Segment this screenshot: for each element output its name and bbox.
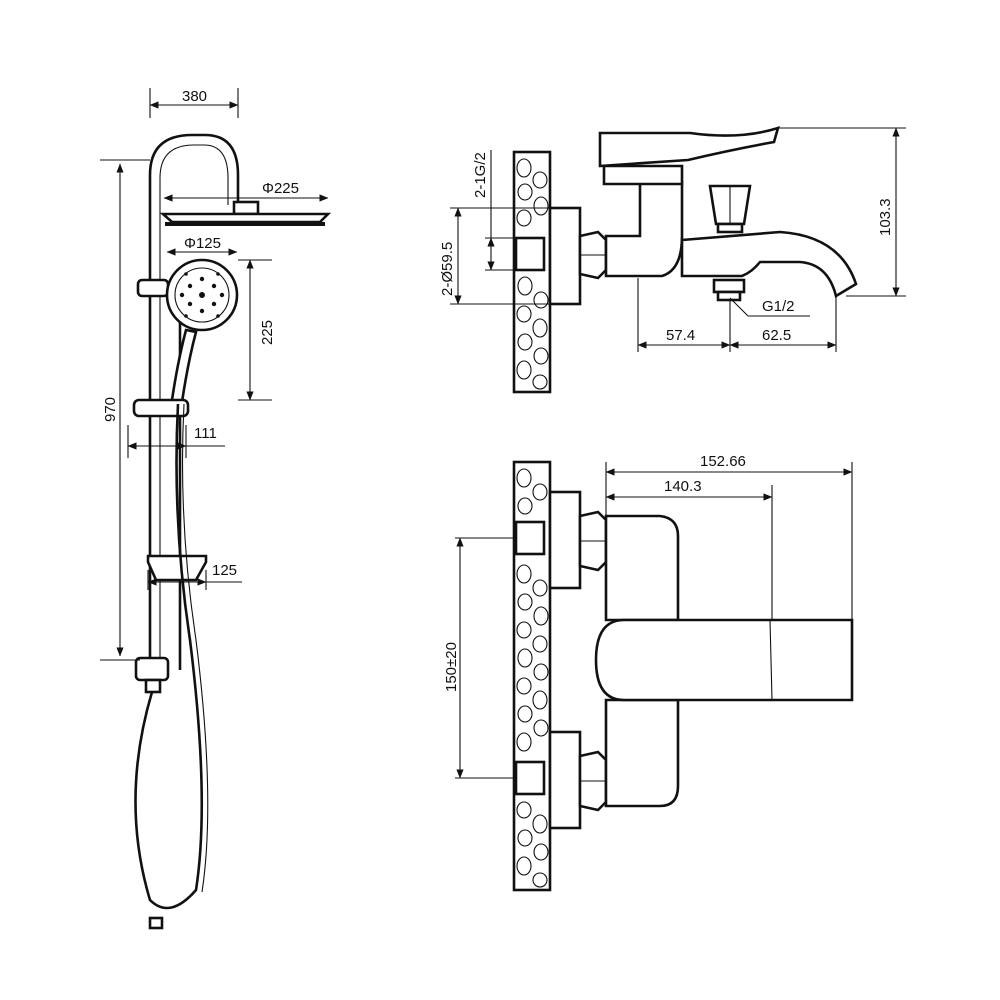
mixer-body-top: [604, 514, 680, 622]
dim-111: 111: [194, 425, 217, 442]
mixer-lever-side: [598, 126, 780, 168]
shower-column-view: 380 Φ225 Φ125 225 970 111 125: [100, 88, 332, 930]
mixer-top-view: 152.66 140.3 150±20: [443, 453, 854, 892]
dim-thread: 2-1G/2: [472, 152, 489, 198]
dim-flange-diameter: 2-Ø59.5: [439, 242, 456, 296]
mixer-center-top: [594, 618, 854, 702]
soap-dish: [146, 554, 208, 582]
upper-holder: [136, 278, 170, 298]
wall-connector-upper: [514, 520, 546, 556]
middle-holder: [132, 398, 190, 418]
wall-connector: [514, 236, 546, 272]
dim-103-3: 103.3: [877, 198, 894, 236]
top-flange-upper: [548, 490, 582, 590]
dim-57-4: 57.4: [666, 327, 695, 344]
wall-elbow: [134, 656, 170, 682]
dim-152-66: 152.66: [700, 453, 746, 470]
dim-225: 225: [259, 320, 276, 345]
wall-connector-lower: [514, 760, 546, 796]
spray-nozzles: [179, 272, 225, 318]
dim-150-20: 150±20: [443, 642, 460, 692]
mixer-body-side: [604, 180, 684, 278]
label-outlet-thread: G1/2: [762, 298, 795, 315]
dim-125: 125: [212, 562, 237, 579]
side-flange: [548, 206, 582, 306]
top-flange-lower: [548, 730, 582, 830]
dim-970: 970: [102, 397, 119, 422]
dim-hand-diameter: Φ125: [184, 235, 221, 252]
spout-side: [680, 230, 858, 299]
dim-62-5: 62.5: [762, 327, 791, 344]
shower-hose: [134, 403, 204, 910]
head-connector: [232, 200, 260, 216]
overhead-shower-head: [159, 212, 332, 224]
mixer-side-view: 2-1G/2 2-Ø59.5 103.3 G1/2 57.4 62.5: [439, 126, 906, 394]
dim-140-3: 140.3: [664, 478, 702, 495]
dim-380: 380: [182, 88, 207, 105]
lever-joint: [769, 619, 773, 701]
dim-head-diameter: Φ225: [262, 180, 299, 197]
side-outlet: [712, 278, 746, 294]
